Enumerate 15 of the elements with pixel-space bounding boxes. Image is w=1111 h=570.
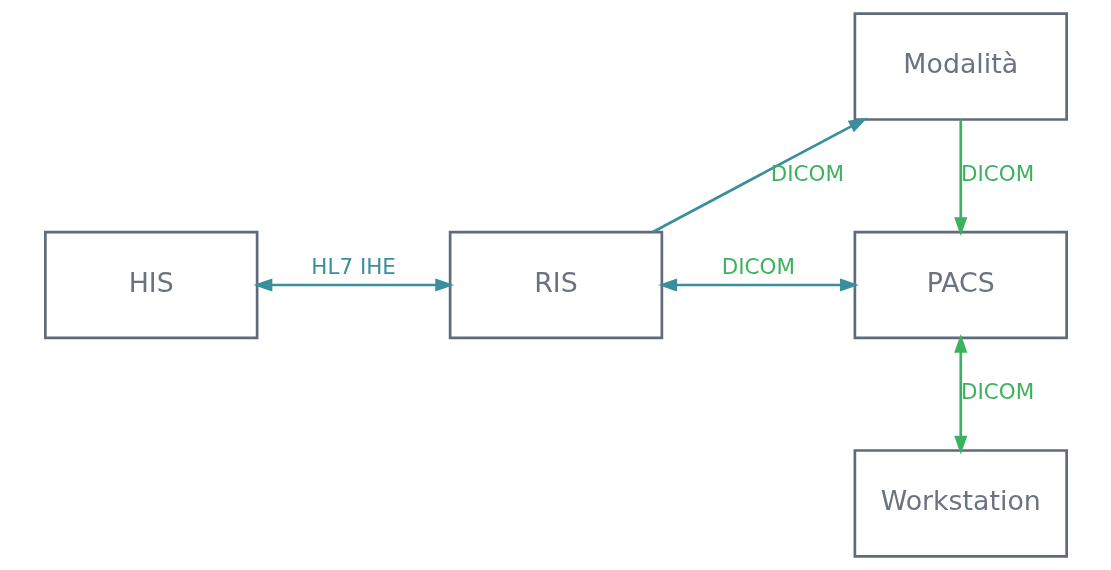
arrow: [651, 117, 867, 234]
arrow: [953, 119, 967, 237]
arrow: [253, 278, 454, 292]
edge-label: DICOM: [960, 379, 1034, 405]
edge-label: DICOM: [721, 254, 795, 280]
node-box: Modalità: [853, 12, 1068, 121]
node-box: PACS: [853, 230, 1068, 340]
edge-label: HL7 IHE: [310, 254, 396, 280]
node-box: RIS: [448, 230, 663, 340]
edge-label: DICOM: [960, 160, 1034, 186]
arrow: [953, 333, 967, 455]
edge-label: DICOM: [770, 160, 844, 186]
node-box: Workstation: [853, 449, 1068, 558]
node-box: HIS: [43, 230, 258, 340]
arrow: [657, 278, 859, 292]
